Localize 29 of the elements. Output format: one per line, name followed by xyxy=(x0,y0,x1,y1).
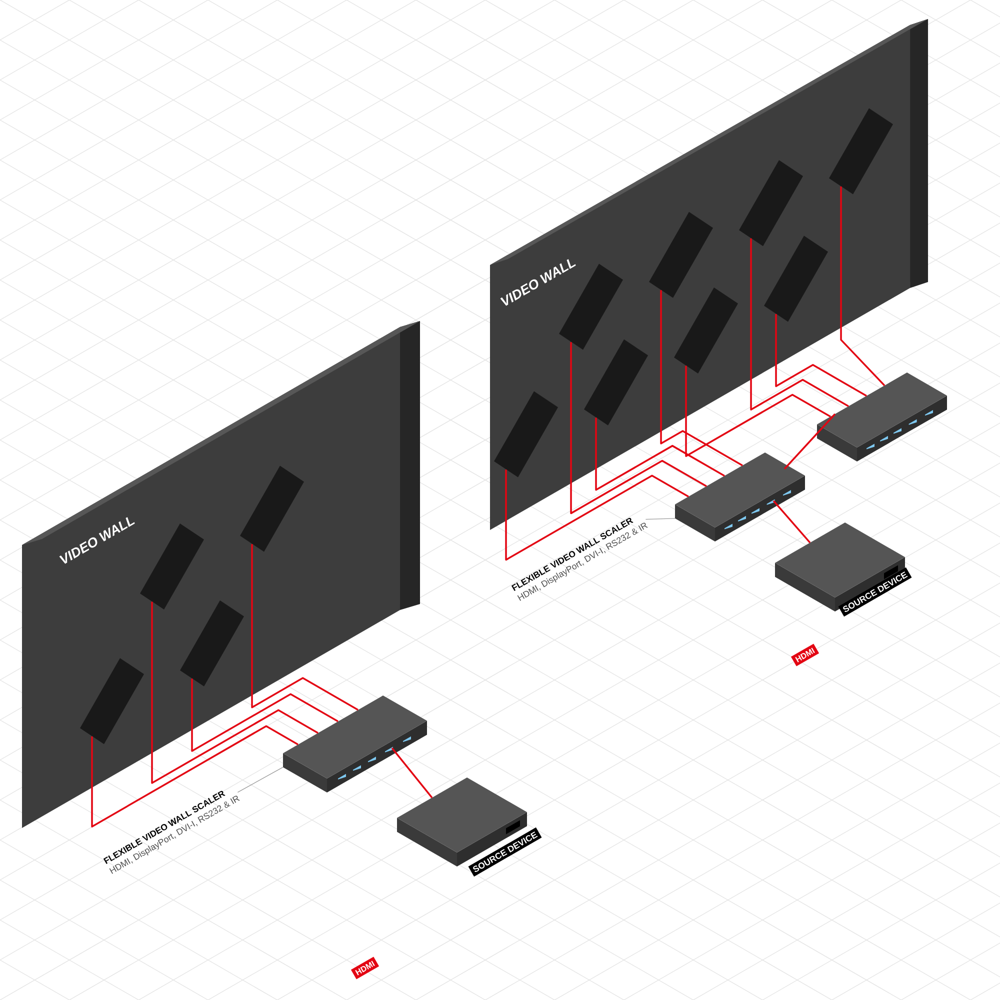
screen xyxy=(764,236,828,322)
cable xyxy=(191,678,338,752)
cable xyxy=(685,366,831,457)
scaler-device xyxy=(675,452,805,542)
scaler-device xyxy=(817,372,948,462)
screen xyxy=(240,466,304,552)
cable xyxy=(660,290,743,466)
screen xyxy=(674,288,738,374)
cable xyxy=(750,238,849,410)
cable xyxy=(505,470,689,561)
cable xyxy=(595,418,725,491)
leader-line xyxy=(237,766,284,793)
screen xyxy=(829,108,894,194)
cable xyxy=(840,186,886,386)
screen xyxy=(80,658,144,744)
cable xyxy=(784,413,836,470)
cable xyxy=(775,314,867,397)
leader-line xyxy=(645,518,676,520)
screen xyxy=(494,391,558,478)
screen xyxy=(649,212,714,298)
screen xyxy=(140,524,204,610)
screen xyxy=(584,339,648,426)
screen xyxy=(180,600,244,686)
cable xyxy=(570,342,707,514)
cable xyxy=(251,544,358,711)
cable xyxy=(151,602,318,784)
cable xyxy=(91,725,298,828)
scaler-device xyxy=(283,696,427,792)
screen xyxy=(739,160,804,246)
